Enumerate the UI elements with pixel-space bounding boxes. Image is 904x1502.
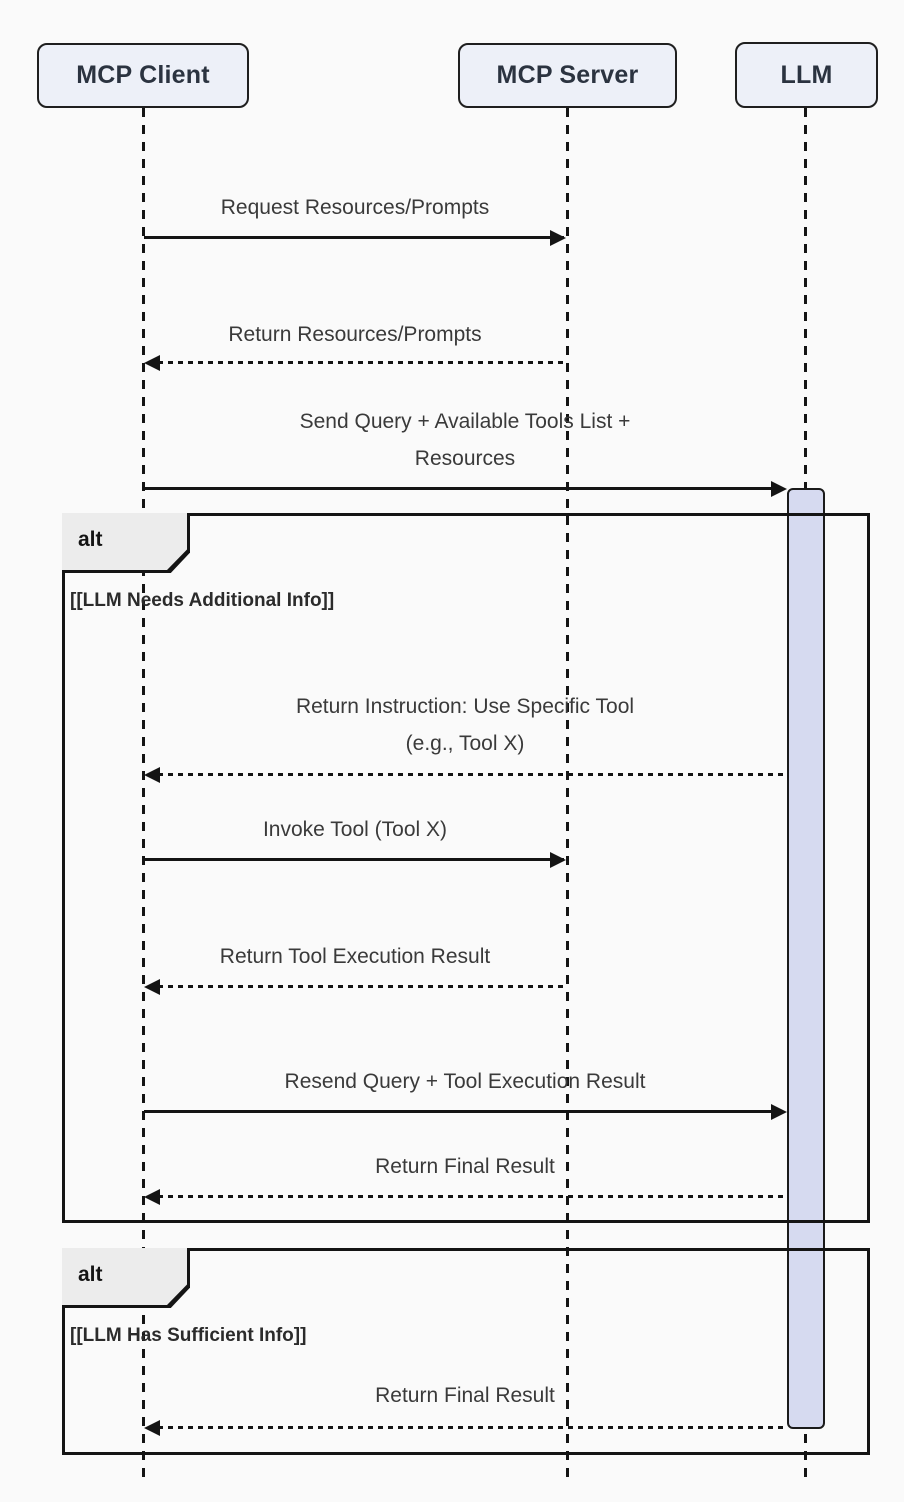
alt-operator-tab: alt [62, 513, 190, 573]
message-label-resend-query: Resend Query + Tool Execution Result [284, 1070, 646, 1093]
message-line-return-instruction [158, 773, 787, 776]
actor-box-mcp-client: MCP Client [37, 43, 249, 108]
message-line-request-resources [144, 236, 564, 239]
alt-operator-tab-fill: alt [62, 513, 187, 570]
message-line-return-final-1 [158, 1195, 787, 1198]
lifeline-mcp-client [142, 108, 145, 1482]
message-label-request-resources: Request Resources/Prompts [220, 196, 490, 219]
arrowhead-left-icon [144, 1189, 160, 1205]
arrowhead-right-icon [771, 1104, 787, 1120]
arrowhead-right-icon [771, 481, 787, 497]
actor-label-mcp-server: MCP Server [496, 61, 639, 89]
message-label-return-instruction: Return Instruction: Use Specific Tool (e… [295, 695, 635, 755]
alt-operator-tab: alt [62, 1248, 190, 1308]
message-line-return-tool-result [158, 985, 566, 988]
message-line-send-query [144, 487, 774, 490]
actor-box-mcp-server: MCP Server [458, 43, 677, 108]
actor-box-llm: LLM [735, 42, 878, 108]
arrowhead-left-icon [144, 355, 160, 371]
actor-label-llm: LLM [780, 60, 833, 89]
message-label-return-final-2: Return Final Result [375, 1384, 555, 1407]
arrowhead-left-icon [144, 979, 160, 995]
arrowhead-left-icon [144, 767, 160, 783]
arrowhead-right-icon [550, 852, 566, 868]
message-label-invoke-tool: Invoke Tool (Tool X) [262, 818, 448, 841]
alt-operator-tab-fill: alt [62, 1248, 187, 1305]
message-line-resend-query [144, 1110, 774, 1113]
message-label-return-tool-result: Return Tool Execution Result [219, 945, 491, 968]
arrowhead-left-icon [144, 1420, 160, 1436]
message-line-return-final-2 [158, 1426, 787, 1429]
lifeline-mcp-server [566, 108, 569, 1482]
actor-label-mcp-client: MCP Client [76, 61, 210, 89]
message-line-return-resources [158, 361, 566, 364]
message-line-invoke-tool [144, 858, 564, 861]
alt-operator-label: alt [78, 1263, 103, 1286]
message-label-return-resources: Return Resources/Prompts [228, 323, 482, 346]
alt-operator-label: alt [78, 528, 103, 551]
activation-bar-llm [787, 488, 825, 1429]
alt-guard-label-sufficient-info: [[LLM Has Sufficient Info]] [70, 1325, 307, 1346]
message-label-send-query: Send Query + Available Tools List + Reso… [299, 410, 631, 470]
arrowhead-right-icon [550, 230, 566, 246]
message-label-return-final-1: Return Final Result [375, 1155, 555, 1178]
alt-guard-label-needs-info: [[LLM Needs Additional Info]] [70, 590, 335, 611]
alt-frame-needs-info [62, 513, 870, 1223]
